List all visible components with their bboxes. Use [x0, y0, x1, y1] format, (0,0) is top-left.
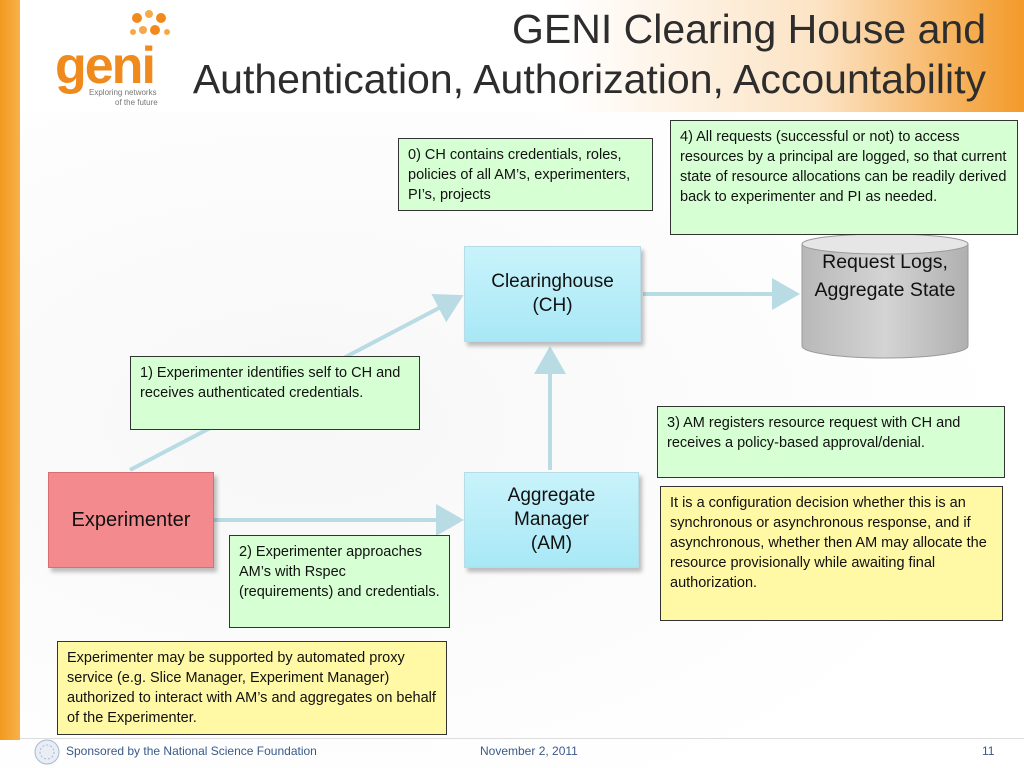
note-am-registers: 3) AM registers resource request with CH… [657, 406, 1005, 478]
experimenter-node: Experimenter [48, 472, 214, 568]
header-band [0, 0, 1024, 112]
footer-divider [20, 738, 1024, 739]
aggregate-manager-node: Aggregate Manager (AM) [464, 472, 639, 568]
note-configuration-decision: It is a configuration decision whether t… [660, 486, 1003, 621]
left-accent-band [0, 0, 20, 740]
title-line-1: GENI Clearing House and [511, 6, 986, 52]
geni-logo: geni Exploring networks of the future [55, 8, 185, 108]
note-experimenter-identifies: 1) Experimenter identifies self to CH an… [130, 356, 420, 430]
request-logs-cylinder [801, 233, 969, 359]
nsf-logo-icon [34, 739, 60, 765]
note-ch-contents: 0) CH contains credentials, roles, polic… [398, 138, 653, 211]
request-logs-label: Request Logs, Aggregate State [814, 251, 956, 301]
note-proxy-service: Experimenter may be supported by automat… [57, 641, 447, 735]
title-line-2: Authentication, Authorization, Accountab… [192, 56, 986, 102]
note-experimenter-approaches-am: 2) Experimenter approaches AM’s with Rsp… [229, 535, 450, 628]
slide-title: GENI Clearing House and Authentication, … [46, 4, 986, 104]
geni-wordmark: geni [55, 37, 156, 95]
logo-tagline-2: of the future [115, 98, 158, 107]
note-request-logging: 4) All requests (successful or not) to a… [670, 120, 1018, 235]
geni-logo-dots-icon [130, 10, 170, 35]
footer-date: November 2, 2011 [480, 744, 578, 758]
footer-page-number: 11 [982, 744, 995, 758]
footer-sponsor: Sponsored by the National Science Founda… [66, 744, 317, 758]
logo-tagline-1: Exploring networks [89, 88, 157, 97]
clearinghouse-node: Clearinghouse (CH) [464, 246, 641, 342]
